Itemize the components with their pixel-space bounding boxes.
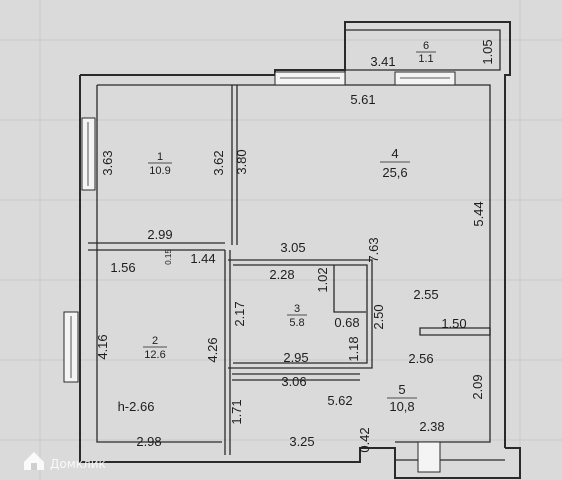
room-area: 10,8: [389, 399, 414, 414]
dim-label: 1.50: [441, 316, 466, 331]
dim-label: 0.15: [164, 249, 173, 265]
dim-label: 1.02: [315, 267, 330, 292]
dim-label: 5.61: [350, 92, 375, 107]
house-logo-icon: [24, 452, 44, 470]
dim-label: 2.28: [269, 267, 294, 282]
dim-label: 3.06: [281, 374, 306, 389]
dim-label: 3.80: [234, 149, 249, 174]
dim-label: 4.26: [205, 337, 220, 362]
room-number: 2: [152, 335, 158, 347]
dim-label: 5.62: [327, 393, 352, 408]
dim-label: 2.95: [283, 350, 308, 365]
watermark-text: Домклик: [50, 457, 106, 471]
dim-label: 2.56: [408, 351, 433, 366]
dimensions-horizontal: 3.41 5.61 2.99 3.05 1.56 1.44 2.28 2.55 …: [110, 54, 466, 449]
dim-label: 1.05: [480, 39, 495, 64]
interior-walls: [88, 85, 491, 478]
height-note: h-2.66: [118, 399, 155, 414]
room-2: 2 12.6: [143, 335, 167, 361]
room-3: 3 5.8: [287, 303, 307, 329]
room-5: 5 10,8: [387, 382, 417, 414]
dim-label: 3.05: [280, 240, 305, 255]
dim-label: 2.09: [470, 374, 485, 399]
dim-label: 3.25: [289, 434, 314, 449]
room-area: 10.9: [149, 165, 170, 177]
dim-label: 3.41: [370, 54, 395, 69]
room-number: 1: [157, 151, 163, 163]
dim-label: 2.38: [419, 419, 444, 434]
dim-label: 2.17: [232, 301, 247, 326]
watermark: Домклик: [24, 452, 106, 471]
room-area: 12.6: [144, 349, 165, 361]
windows: [63, 71, 456, 473]
room-number: 5: [398, 382, 405, 397]
dim-label: 2.99: [147, 227, 172, 242]
room-6: 6 1.1: [416, 40, 436, 65]
dim-label: 2.50: [371, 304, 386, 329]
room-area: 1.1: [418, 53, 433, 65]
dim-label: 3.63: [100, 150, 115, 175]
dim-label: 1.71: [229, 399, 244, 424]
dim-label: 5.44: [471, 201, 486, 226]
room-number: 3: [294, 303, 300, 315]
dimensions-vertical: 1.05 3.63 3.62 3.80 5.44 0.15 1.02 7.63 …: [95, 39, 495, 452]
dim-label: 1.18: [346, 336, 361, 361]
room-1: 1 10.9: [148, 151, 172, 177]
room-number: 4: [391, 146, 398, 161]
dim-label: 2.55: [413, 287, 438, 302]
dim-label: 0.68: [334, 315, 359, 330]
room-number: 6: [423, 40, 429, 52]
room-4: 4 25,6: [380, 146, 410, 180]
dim-label: 7.63: [366, 237, 381, 262]
dim-label: 4.16: [95, 334, 110, 359]
dim-label: 0.42: [357, 427, 372, 452]
dim-label: 1.56: [110, 260, 135, 275]
dim-label: 3.62: [211, 150, 226, 175]
dim-label: 1.44: [190, 251, 215, 266]
dim-label: 2.98: [136, 434, 161, 449]
room-area: 5.8: [289, 317, 304, 329]
room-area: 25,6: [382, 165, 407, 180]
